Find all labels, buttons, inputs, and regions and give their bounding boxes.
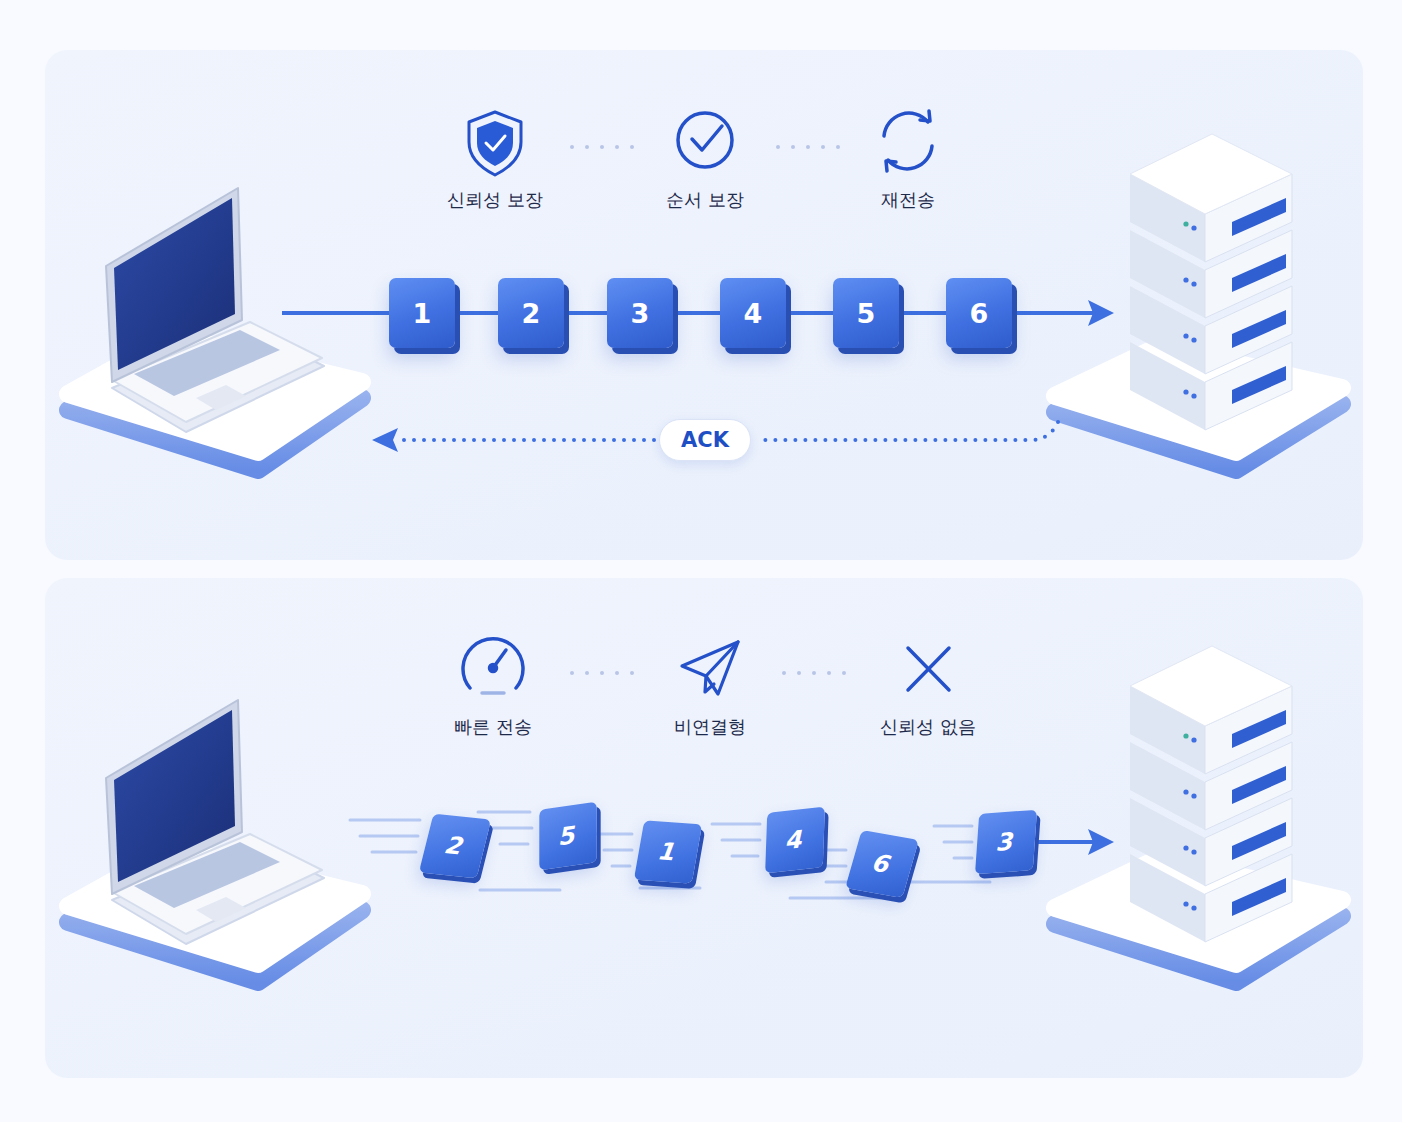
ack-dotted-line (756, 422, 1058, 440)
speed-icon (463, 639, 523, 693)
tcp-panel (45, 50, 1363, 560)
shield-icon (469, 112, 521, 175)
cross-stroke (908, 648, 949, 690)
arrow-head (372, 428, 398, 452)
send-icon (682, 642, 738, 694)
feature-label: 비연결형 (674, 715, 746, 739)
arrow-head (1088, 300, 1114, 326)
packet-number: 2 (443, 831, 466, 860)
feature-label: 순서 보장 (666, 188, 744, 212)
retransmit-head (886, 161, 896, 171)
plane-fold (706, 642, 738, 676)
packet-number: 5 (560, 821, 577, 852)
packet-number: 3 (631, 298, 650, 329)
stream-link (455, 311, 498, 315)
packet-box: 4 (765, 807, 825, 874)
ack-dotted-line (398, 438, 654, 442)
feature-label: 신뢰성 없음 (880, 715, 976, 739)
packet-box: 6 (946, 278, 1012, 348)
feature-label: 빠른 전송 (454, 715, 532, 739)
packet-number: 1 (413, 298, 432, 329)
packet-number: 6 (970, 298, 989, 329)
ack-text: ACK (681, 428, 729, 452)
packet-box: 5 (833, 278, 899, 348)
feature-label: 신뢰성 보장 (447, 188, 543, 212)
packet-box: 2 (498, 278, 564, 348)
packet-box: 1 (634, 820, 702, 883)
shield-outline (469, 112, 521, 175)
packet-box: 3 (607, 278, 673, 348)
packet-number: 3 (997, 827, 1016, 856)
packet-number: 2 (522, 298, 541, 329)
arrow-head (1088, 829, 1114, 855)
stream-line (1012, 311, 1100, 315)
stream-link (564, 311, 607, 315)
laptop (68, 700, 362, 982)
shield-check (486, 136, 505, 150)
feature-label: 재전송 (881, 188, 935, 212)
gauge-base (482, 691, 504, 695)
plane-outline (682, 642, 738, 694)
retransmit-arc (884, 113, 928, 136)
stream-line (282, 311, 392, 315)
cross-stroke (908, 648, 949, 690)
gauge-hub (490, 665, 497, 672)
packet-box: 5 (539, 802, 596, 871)
packet-number: 4 (744, 298, 763, 329)
server (1055, 134, 1342, 470)
packet-box: 3 (975, 810, 1037, 874)
stream-link (673, 311, 720, 315)
stream-link (786, 311, 833, 315)
check-circle (678, 113, 732, 167)
speed-lines (350, 812, 990, 898)
packet-number: 4 (786, 825, 804, 855)
packet-box: 1 (389, 278, 455, 348)
packet-number: 1 (657, 838, 679, 867)
laptop (68, 188, 362, 470)
retransmit-arc (888, 146, 932, 169)
gauge-arc (463, 639, 523, 688)
check-mark (692, 126, 722, 150)
retransmit-head (920, 111, 930, 121)
plane-tail (705, 676, 714, 692)
packet-number: 6 (870, 849, 894, 879)
packet-number: 5 (857, 298, 876, 329)
shield-fill (477, 121, 513, 166)
separator-dots (570, 145, 846, 675)
server (1055, 646, 1342, 982)
stream-link (899, 311, 946, 315)
retransmit-icon (884, 111, 932, 171)
ack-pill: ACK (659, 419, 751, 461)
cross-icon (908, 648, 949, 690)
packet-box: 4 (720, 278, 786, 348)
stream-line (1036, 840, 1100, 844)
check-icon (678, 113, 732, 167)
udp-panel (45, 578, 1363, 1078)
